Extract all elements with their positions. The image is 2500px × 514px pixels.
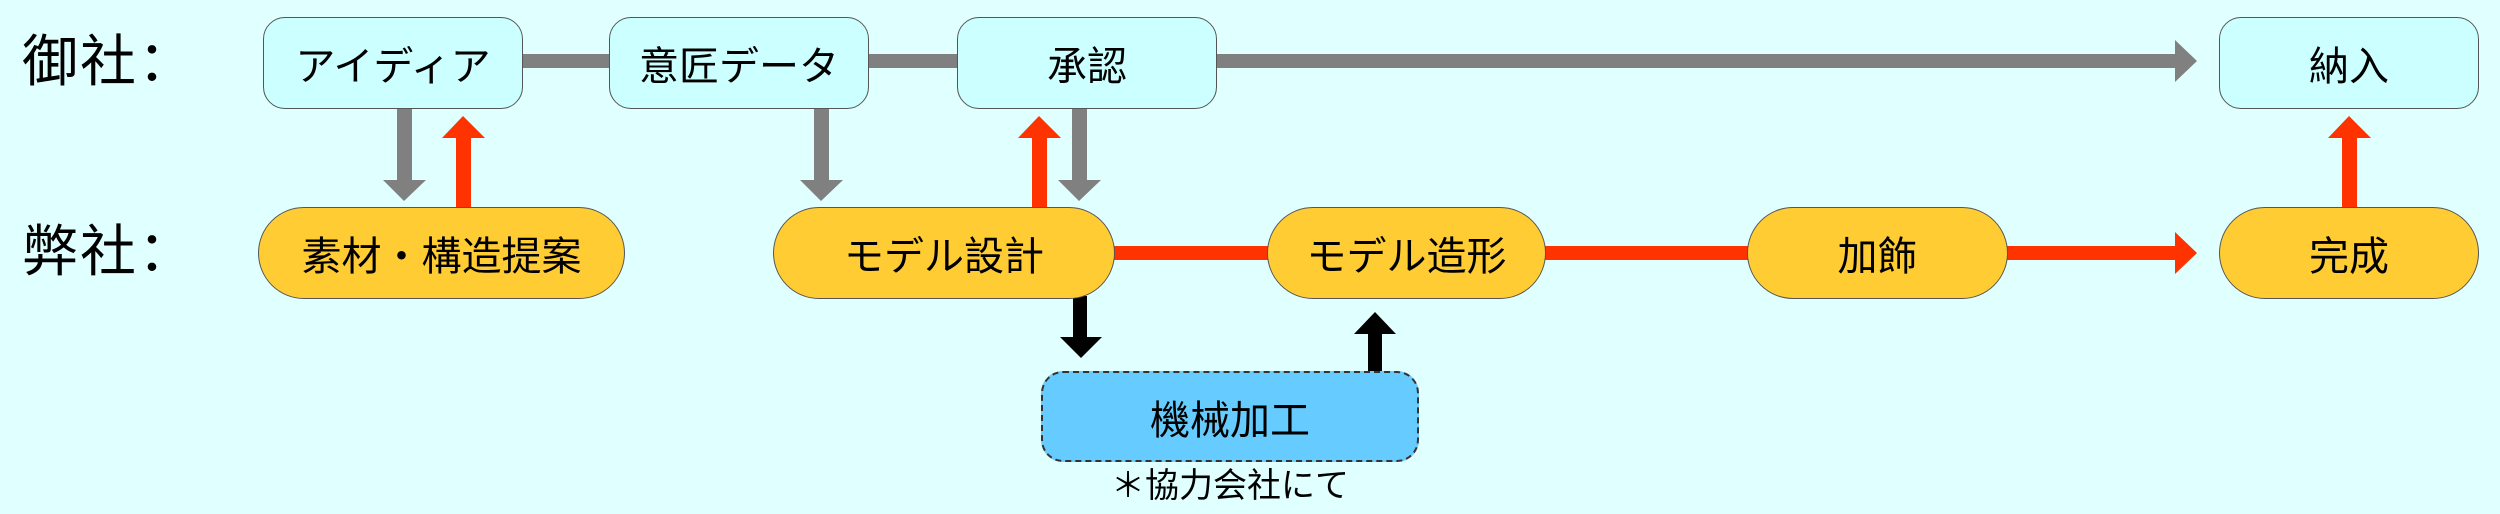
edge-model-design-to-model-build xyxy=(1112,246,1270,260)
edge-model-design-to-approval xyxy=(1018,116,1061,208)
node-approval[interactable]: 承認 xyxy=(957,17,1217,109)
edge-decoration-to-completion xyxy=(2005,232,2197,274)
partner-note: ＊協力会社にて xyxy=(1111,466,1349,506)
edge-idea-to-material-proposal xyxy=(383,108,426,201)
edge-approval-to-model-design xyxy=(1058,108,1101,201)
row-label-company: 弊社： xyxy=(22,220,196,285)
node-delivery[interactable]: 納入 xyxy=(2219,17,2479,109)
edge-model-build-to-decoration xyxy=(1543,246,1750,260)
node-design-data[interactable]: 意匠データ xyxy=(609,17,869,109)
edge-design-data-to-model-design xyxy=(800,108,843,201)
node-model-design[interactable]: モデル設計 xyxy=(773,207,1115,299)
node-machining[interactable]: 機械加工 xyxy=(1041,371,1419,462)
node-decoration[interactable]: 加飾 xyxy=(1747,207,2008,299)
node-idea[interactable]: アイディア xyxy=(263,17,523,109)
node-model-build[interactable]: モデル造形 xyxy=(1267,207,1546,299)
node-completion[interactable]: 完成 xyxy=(2219,207,2479,299)
node-material-proposal[interactable]: 素材・構造提案 xyxy=(258,207,625,299)
edge-idea-to-design-data xyxy=(520,54,612,68)
edge-model-design-to-machining xyxy=(1060,296,1102,358)
edge-material-proposal-to-idea xyxy=(442,116,485,208)
row-label-client: 御社： xyxy=(22,30,196,95)
edge-design-data-to-approval xyxy=(866,54,960,68)
edge-completion-to-delivery xyxy=(2328,116,2371,208)
edge-approval-to-delivery xyxy=(1214,40,2197,82)
edge-machining-to-model-build xyxy=(1354,312,1396,373)
